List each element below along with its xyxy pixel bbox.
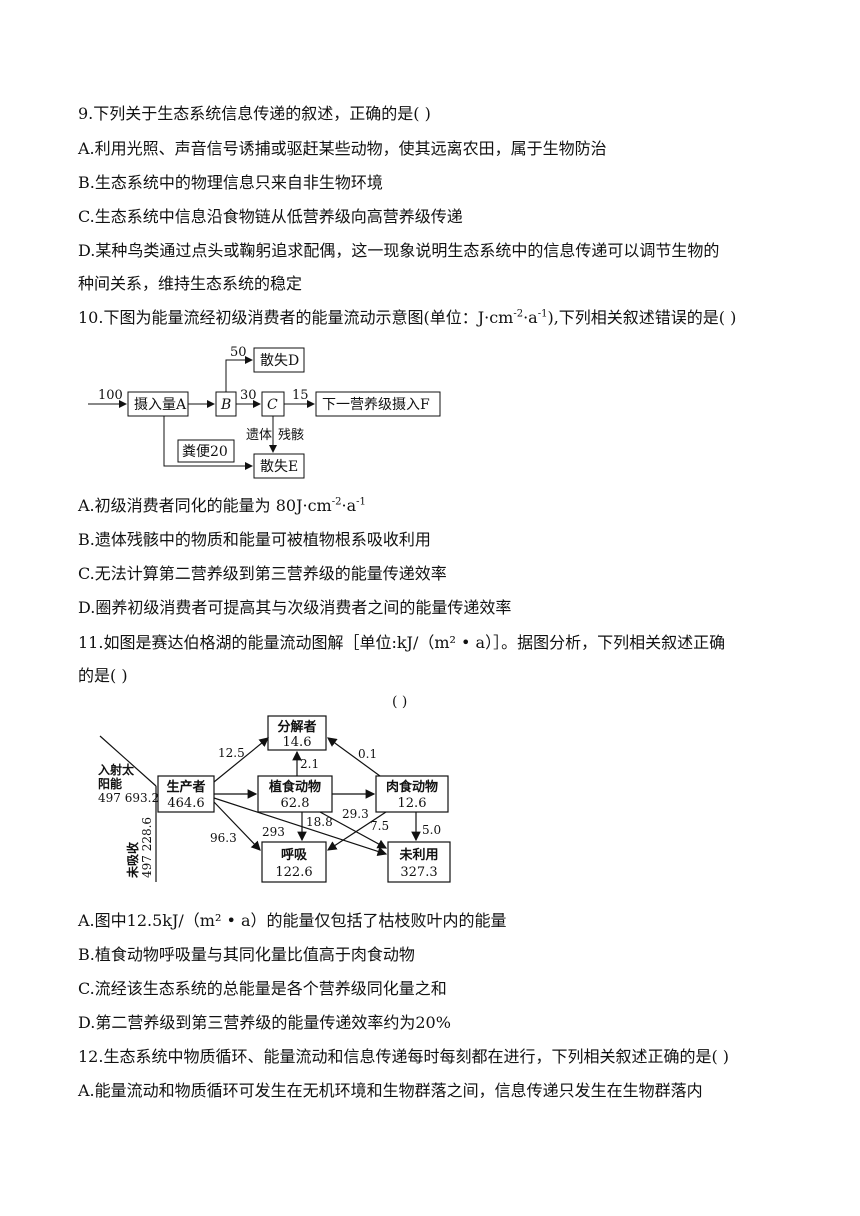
unabsorbed-label: 未吸收 [125,842,140,879]
respiration-value: 122.6 [275,865,312,880]
in-value: 100 [98,388,123,403]
feces-box [177,439,235,463]
sun-value: 497 693.2 [98,791,159,805]
value-2-1: 2.1 [300,757,319,771]
q9-option-c: C.生态系统中信息沿食物链从低营养级向高营养级传递 [78,207,463,226]
remains-label-2: 残骸 [278,428,304,443]
diagram-paren: ( ) [392,694,407,710]
dissipate-e-label: 散失E [260,459,298,475]
next-level-f-label: 下一营养级摄入F [322,397,430,413]
value-12-5: 12.5 [218,746,245,760]
c-label: C [267,397,278,413]
q11-stem-line1: 11.如图是赛达伯格湖的能量流动图解［单位:kJ/（m² • a）］。据图分析，… [78,633,726,652]
carnivore-label: 肉食动物 [386,779,438,795]
unused-box [387,841,451,883]
unabsorbed-value: 497 228.6 [140,817,154,878]
value-96-3: 96.3 [210,831,237,845]
q10-option-c: C.无法计算第二营养级到第三营养级的能量传递效率 [78,564,447,583]
q12-option-a: A.能量流动和物质循环可发生在无机环境和生物群落之间，信息传递只发生在生物群落内 [78,1081,703,1100]
intake-a-label: 摄入量A [134,397,187,413]
decomposer-value: 14.6 [283,735,312,750]
carnivore-value: 12.6 [398,796,427,811]
decomposer-label: 分解者 [277,719,316,735]
q11-option-a: A.图中12.5kJ/（m² • a）的能量仅包括了枯枝败叶内的能量 [78,911,507,930]
remains-label-1: 遗体 [246,428,272,443]
producer-value: 464.6 [167,796,204,811]
feces-label: 粪便20 [182,444,228,460]
q12-stem: 12.生态系统中物质循环、能量流动和信息传递每时每刻都在进行，下列相关叙述正确的… [78,1047,730,1066]
producer-label: 生产者 [166,779,205,795]
decomposer-box [267,715,327,751]
q11-stem-line2: 的是( ) [78,666,128,685]
sun-label-1: 入射太 [98,762,135,777]
q9-option-d-line1: D.某种鸟类通过点头或鞠躬追求配偶，这一现象说明生态系统中的信息传递可以调节生物… [78,241,720,260]
respiration-label: 呼吸 [281,847,308,863]
next-level-f-box [315,391,441,417]
q9-stem: 9.下列关于生态系统信息传递的叙述，正确的是( ) [78,104,431,123]
unused-value: 327.3 [400,865,437,880]
value-18-8: 18.8 [306,815,333,829]
energy-flow-diagram-primary-consumer: 100 摄入量A B C 散失D 下一营养级摄入F 粪便20 散失E 50 30… [88,345,441,479]
value-30: 30 [240,388,257,403]
q9-option-d-line2: 种间关系，维持生态系统的稳定 [78,274,303,293]
q11-option-c: C.流经该生态系统的总能量是各个营养级同化量之和 [78,979,447,998]
dissipate-d-label: 散失D [260,353,299,369]
herbivore-label: 植食动物 [268,779,321,795]
b-label: B [220,397,231,413]
value-15: 15 [292,388,309,403]
q10-option-a: A.初级消费者同化的能量为 80J·cm-2·a-1 [78,496,366,515]
unused-label: 未利用 [398,847,438,863]
q11-option-b: B.植食动物呼吸量与其同化量比值高于肉食动物 [78,945,415,964]
dissipate-e-box [253,453,305,479]
q10-stem: 10.下图为能量流经初级消费者的能量流动示意图(单位：J·cm-2·a-1),下… [78,308,737,327]
q11-option-d: D.第二营养级到第三营养级的能量传递效率约为20% [78,1013,451,1032]
carnivore-box [375,775,449,813]
sun-label-2: 阳能 [98,776,122,791]
dissipate-d-box [253,347,305,373]
value-293: 293 [262,825,285,839]
respiration-box [261,841,327,883]
saddleberg-lake-energy-flow-diagram: ( ) 入射太 阳能 497 693.2 未吸收 497 228.6 生产者 4… [98,694,451,883]
value-7-5: 7.5 [370,819,389,833]
herbivore-value: 62.8 [281,796,310,811]
value-0-1: 0.1 [358,747,377,761]
q9-option-a: A.利用光照、声音信号诱捕或驱赶某些动物，使其远离农田，属于生物防治 [78,139,607,158]
value-50: 50 [230,345,247,360]
q10-option-d: D.圈养初级消费者可提高其与次级消费者之间的能量传递效率 [78,598,512,617]
value-29-3: 29.3 [342,807,369,821]
value-5-0: 5.0 [422,823,441,837]
q9-option-b: B.生态系统中的物理信息只来自非生物环境 [78,173,383,192]
q10-option-b: B.遗体残骸中的物质和能量可被植物根系吸收利用 [78,530,431,549]
